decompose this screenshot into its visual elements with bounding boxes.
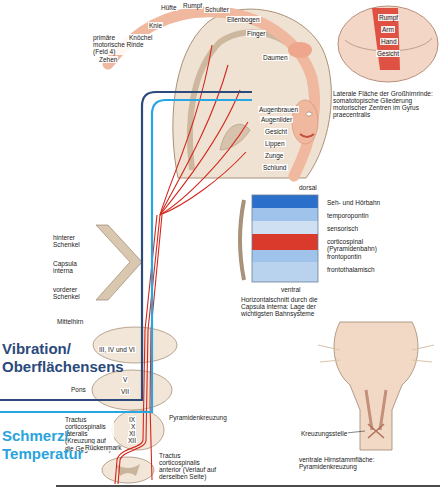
- leader-line: [346, 431, 365, 433]
- illustration-label: Knöchel: [128, 34, 154, 41]
- homunculus-eye: [306, 112, 312, 116]
- homunculus-body: [108, 12, 315, 176]
- cortex-fold: [190, 32, 312, 172]
- illustration-label: Horizontalschnitt durch die Capsula inte…: [240, 296, 342, 317]
- illustration-label: Kreuzungsstelle: [300, 430, 348, 437]
- illustration-label: Mittelhirn: [56, 318, 84, 325]
- illustration-label: corticospinal (Pyramidenbahn): [326, 238, 400, 252]
- illustration-label: Arm: [381, 26, 395, 33]
- ventricle: [220, 124, 250, 150]
- illustration-label: hinterer Schenkel: [52, 234, 94, 248]
- lateral-brain: [338, 6, 438, 82]
- illustration-label: Knie: [148, 22, 163, 29]
- illustration-label: Finger: [246, 30, 266, 37]
- illustration-label: VII: [120, 388, 130, 395]
- bottom-rule: [56, 485, 440, 487]
- illustration-label: Daumen: [262, 54, 289, 61]
- illustration-label: Capsula interna: [52, 260, 94, 274]
- medulla-slice: [112, 410, 164, 450]
- illustration-label: temporopontin: [326, 212, 370, 219]
- band: [252, 221, 318, 234]
- pons-slice: [92, 370, 172, 410]
- capsula-section: [240, 195, 318, 282]
- capsula-slice: [96, 225, 142, 300]
- band: [252, 195, 318, 208]
- illustration-label: Augenbrauen: [258, 106, 299, 113]
- illustration-label: frontopontin: [326, 253, 362, 260]
- illustration-label: Lippen: [264, 140, 286, 147]
- band: [252, 262, 318, 282]
- illustration-label: Rumpf: [378, 14, 399, 21]
- tract-line: [160, 122, 248, 215]
- illustration-label: Pyramidenkreuzung: [168, 414, 228, 421]
- band: [252, 250, 318, 262]
- illustration-label: ventral: [280, 286, 302, 293]
- tract-line: [160, 152, 246, 215]
- illustration-label: sensorisch: [326, 225, 359, 232]
- pyramidal-tract: [115, 45, 248, 484]
- illustration-label: Laterale Fläche der Großhirnrinde: somat…: [332, 90, 442, 119]
- section-outline: [252, 195, 318, 282]
- legend-text: Schmerz/ Temperatur: [2, 427, 102, 463]
- illustration-label: dorsal: [298, 184, 318, 191]
- vibration-pathway: [0, 92, 252, 400]
- illustration-label: frontothalamisch: [326, 266, 376, 273]
- gyrus-praecentralis-strip: [372, 8, 400, 70]
- illustration-label: III, IV und VI: [98, 346, 136, 353]
- tract-line: [160, 90, 240, 215]
- illustration-label: Hüfte: [160, 4, 178, 11]
- illustration-label: Rückenmark: [84, 444, 116, 451]
- illustration-label: Schulter: [204, 6, 230, 13]
- illustration-label: XII: [127, 437, 137, 444]
- illustration-label: vorderer Schenkel: [52, 286, 94, 300]
- illustration-label: Tractus corticospinalis anterior (Verlau…: [158, 452, 218, 481]
- midbrain-slice: [93, 327, 177, 363]
- illustration-label: Pons: [70, 386, 87, 393]
- nerve-root: [318, 345, 434, 362]
- tract-line: [160, 65, 228, 215]
- illustration-label: Rumpf: [182, 2, 203, 9]
- illustration-label: Gesicht: [264, 128, 288, 135]
- homunculus-lips: [300, 134, 314, 137]
- pain-temperature-pathway: [0, 100, 252, 412]
- band: [252, 208, 318, 221]
- decussation: [368, 424, 384, 438]
- illustration-label: ventrale Hirnstammfläche: Pyramidenkreuz…: [298, 456, 400, 470]
- illustration-label: Gesicht: [376, 50, 400, 57]
- illustration-label: Zunge: [264, 152, 284, 159]
- legend-text: Vibration/ Oberflächensens: [2, 340, 147, 376]
- thalamus-shape: [240, 200, 244, 280]
- illustration-label: Hand: [380, 38, 398, 45]
- homunculus-hand: [288, 42, 312, 58]
- illustration-label: Ellenbogen: [226, 16, 261, 23]
- illustration-label: Augenlider: [260, 116, 293, 123]
- illustration-label: Zehen: [98, 56, 118, 63]
- spinal-cord-slice: [102, 457, 154, 483]
- illustration-label: Schlund: [262, 164, 288, 171]
- band: [252, 234, 318, 250]
- illustration-label: V: [122, 376, 128, 383]
- illustration-label: Seh- und Hörbahn: [326, 199, 381, 206]
